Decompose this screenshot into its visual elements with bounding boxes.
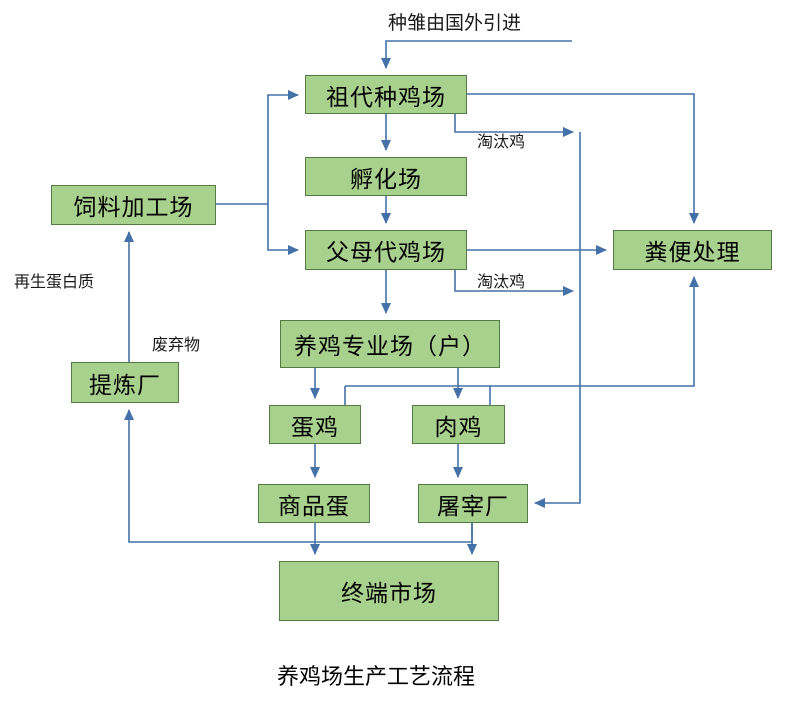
node-siliao-jiagongchang[interactable]: 饲料加工场 [51,185,216,225]
node-label: 父母代鸡场 [326,239,446,265]
edge-label-waste: 废弃物 [152,337,201,354]
node-label: 肉鸡 [434,413,483,440]
edge-label-recycled-protein: 再生蛋白质 [14,274,95,291]
node-zhongduan-shichang[interactable]: 终端市场 [279,561,499,621]
node-danji[interactable]: 蛋鸡 [269,405,361,444]
node-label: 祖代种鸡场 [326,83,446,110]
node-fuhuachang[interactable]: 孵化场 [305,157,467,196]
edge-label-cull-lower: 淘汰鸡 [477,274,526,291]
connector-fumudai-cull [454,270,574,297]
node-yangji-zhuanyechang[interactable]: 养鸡专业场（户） [280,320,500,368]
node-zudai-zhongjichang[interactable]: 祖代种鸡场 [305,75,467,114]
node-label: 提炼厂 [89,371,161,398]
connector-import-to-zudai [380,40,572,69]
connector-zudai-to-fenbian [467,93,700,224]
connector-cull-trunk-to-tuzai [534,132,581,509]
connector-siliao-to-fumudai [267,204,299,256]
node-fenbian-chuli[interactable]: 粪便处理 [613,230,772,270]
node-tilianchang[interactable]: 提炼厂 [71,362,179,403]
node-label: 终端市场 [341,580,437,606]
connector-zudai-cull [454,114,574,138]
diagram-caption: 养鸡场生产工艺流程 [277,664,476,689]
node-label: 蛋鸡 [291,413,339,440]
node-tuzaichang[interactable]: 屠宰厂 [418,484,528,523]
node-label: 屠宰厂 [437,492,509,519]
node-label: 饲料加工场 [73,194,194,220]
edge-label-import: 种雏由国外引进 [388,13,522,34]
connector-danji-rouji-to-fenbian [345,276,700,387]
node-label: 商品蛋 [278,492,350,519]
connector-siliao-to-zudai [216,89,299,205]
connector-tuzai-to-tilian [123,409,473,543]
edge-label-cull-upper: 淘汰鸡 [477,134,526,151]
node-fumudai-jichang[interactable]: 父母代鸡场 [305,230,467,270]
node-rouji[interactable]: 肉鸡 [412,405,505,444]
node-label: 养鸡专业场（户） [294,333,486,359]
node-shangpindan[interactable]: 商品蛋 [258,484,370,523]
node-label: 孵化场 [350,165,422,192]
node-label: 粪便处理 [644,239,741,265]
